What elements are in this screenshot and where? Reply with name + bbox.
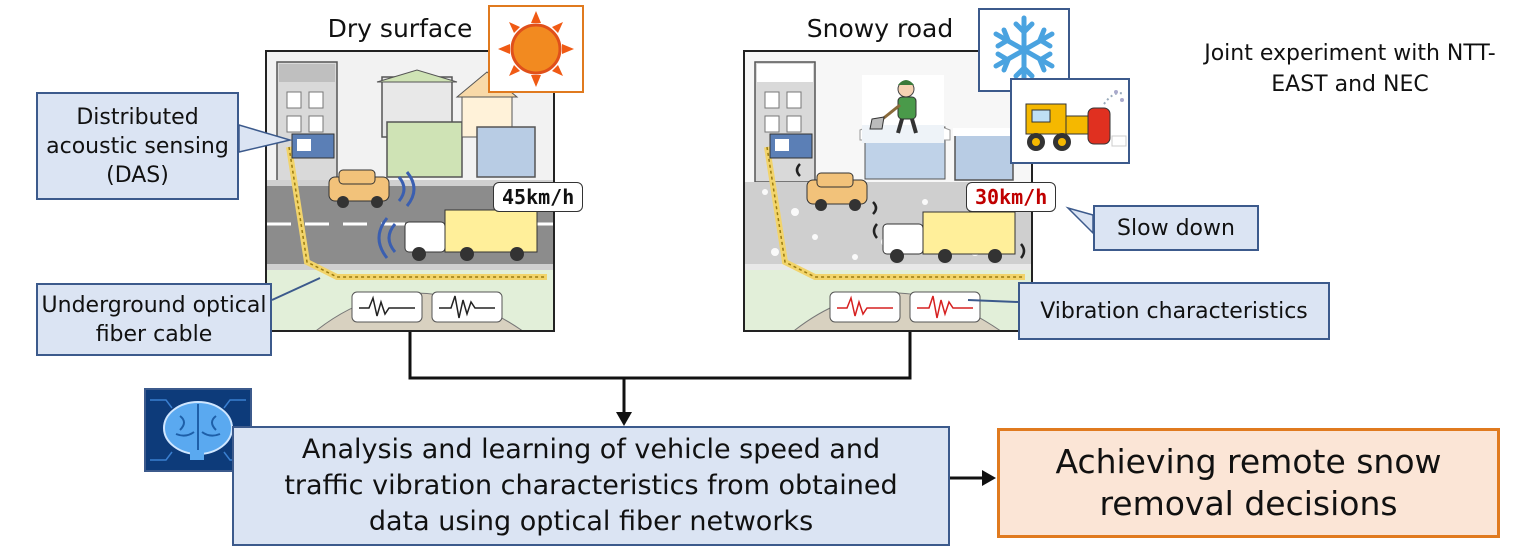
dry-surface-title: Dry surface	[327, 14, 473, 43]
dry-speed-badge: 45km/h	[493, 182, 584, 212]
person-shoveling-icon	[862, 75, 944, 143]
snowy-road-illustration	[745, 52, 1031, 330]
car-icon	[806, 172, 868, 211]
car-icon	[328, 169, 390, 208]
result-box: Achieving remote snow removal decisions	[997, 428, 1500, 538]
dry-road-scene	[265, 50, 555, 332]
slow-down-callout: Slow down	[1093, 205, 1259, 251]
fiber-callout: Underground optical fiber cable	[36, 283, 272, 356]
truck-icon	[404, 209, 538, 261]
snowy-road-title: Snowy road	[806, 14, 954, 43]
joint-experiment-note: Joint experiment with NTT-EAST and NEC	[1204, 41, 1496, 97]
snowplow-icon	[1010, 78, 1130, 164]
das-callout: Distributed acoustic sensing (DAS)	[36, 92, 239, 200]
analysis-box: Analysis and learning of vehicle speed a…	[232, 426, 950, 546]
snowy-speed-badge: 30km/h	[966, 182, 1057, 212]
snowy-road-scene	[743, 50, 1033, 332]
sun-icon	[488, 5, 584, 93]
dry-road-illustration	[267, 52, 553, 330]
truck-icon	[882, 211, 1016, 263]
vibration-callout: Vibration characteristics	[1018, 282, 1330, 340]
